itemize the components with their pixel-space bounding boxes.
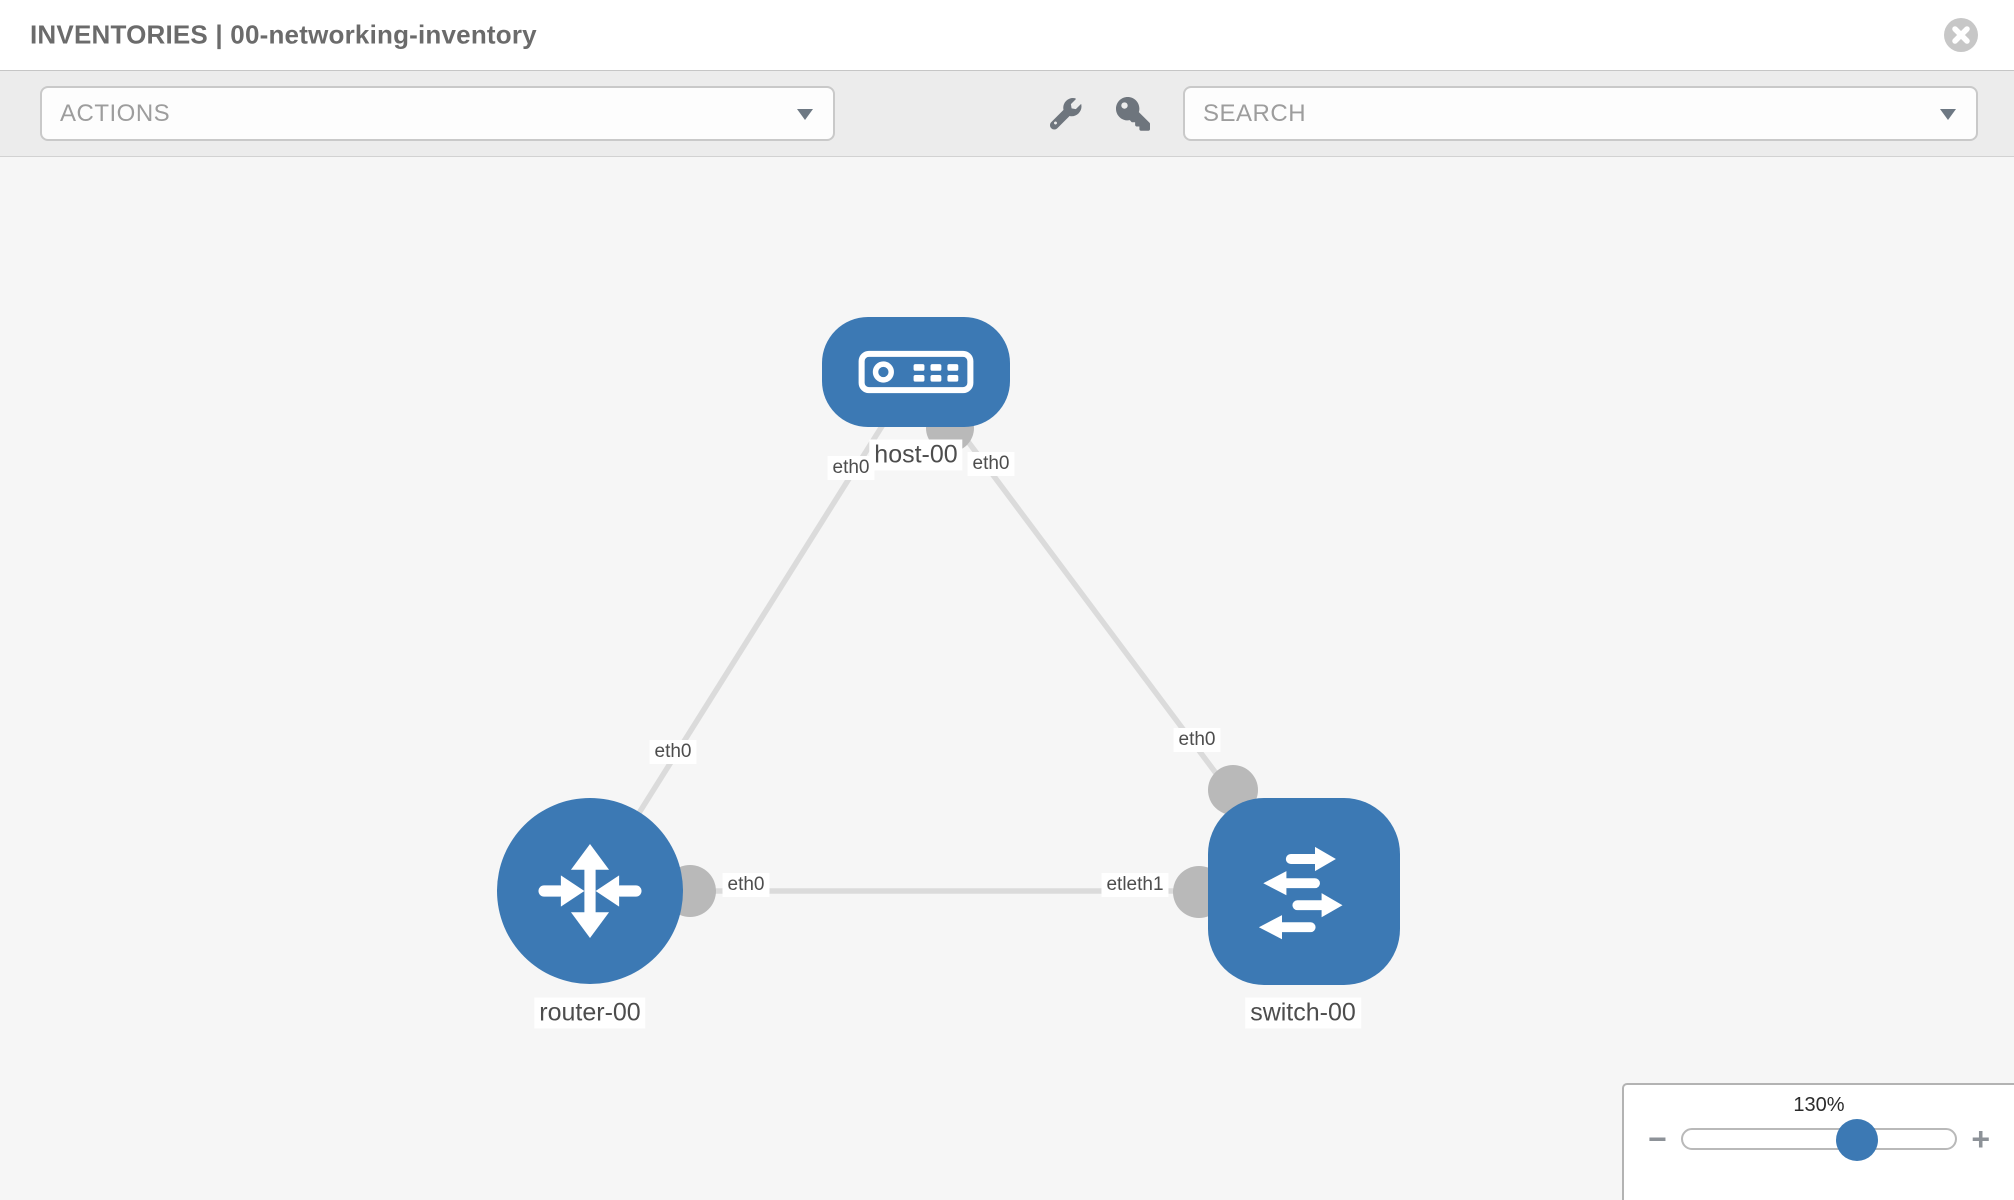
topology-links <box>587 370 1307 894</box>
chevron-down-icon <box>797 108 813 120</box>
zoom-out-button[interactable]: − <box>1648 1121 1667 1157</box>
node-host-00[interactable] <box>822 317 1010 427</box>
search-dropdown[interactable]: SEARCH <box>1183 86 1978 141</box>
zoom-level-value: 130% <box>1793 1094 1845 1116</box>
node-label-host-00: host-00 <box>869 439 963 471</box>
node-label-switch-00: switch-00 <box>1245 997 1361 1029</box>
switch-icon <box>1258 846 1343 939</box>
interface-label: eth0 <box>649 740 697 764</box>
wrench-icon[interactable] <box>1050 97 1082 130</box>
close-button[interactable] <box>1944 18 1978 52</box>
actions-dropdown[interactable]: ACTIONS <box>40 86 835 141</box>
zoom-slider-track[interactable] <box>1680 1119 1958 1161</box>
actions-dropdown-label: ACTIONS <box>60 99 171 127</box>
key-icon[interactable] <box>1116 96 1150 131</box>
header: INVENTORIES | 00-networking-inventory <box>0 0 2014 70</box>
zoom-slider-thumb[interactable] <box>1836 1119 1879 1161</box>
node-router-00[interactable] <box>497 798 683 984</box>
node-switch-00[interactable] <box>1208 798 1400 985</box>
interface-label: eth0 <box>722 873 770 897</box>
interface-label: eth0 <box>967 452 1015 476</box>
close-icon <box>1944 18 1978 52</box>
node-label-router-00: router-00 <box>534 997 646 1029</box>
interface-label: eth0 <box>827 456 875 480</box>
chevron-down-icon <box>1940 108 1956 120</box>
search-dropdown-label: SEARCH <box>1203 99 1307 127</box>
topology-canvas[interactable]: eth0 eth0 eth0 eth0 eth0 etleth1 host-00… <box>0 157 2014 1200</box>
toolbar: ACTIONS SEARCH <box>0 70 2014 157</box>
interface-label: eth0 <box>1173 728 1221 752</box>
host-icon <box>858 350 974 394</box>
zoom-in-button[interactable]: + <box>1971 1121 1990 1157</box>
router-icon <box>538 843 642 939</box>
zoom-panel: 130% − + <box>1622 1083 2014 1200</box>
page-title: INVENTORIES | 00-networking-inventory <box>30 19 537 50</box>
interface-label: etleth1 <box>1101 873 1169 897</box>
toolbar-icons <box>1050 71 1150 156</box>
zoom-slider-row: − + <box>1624 1119 2014 1161</box>
